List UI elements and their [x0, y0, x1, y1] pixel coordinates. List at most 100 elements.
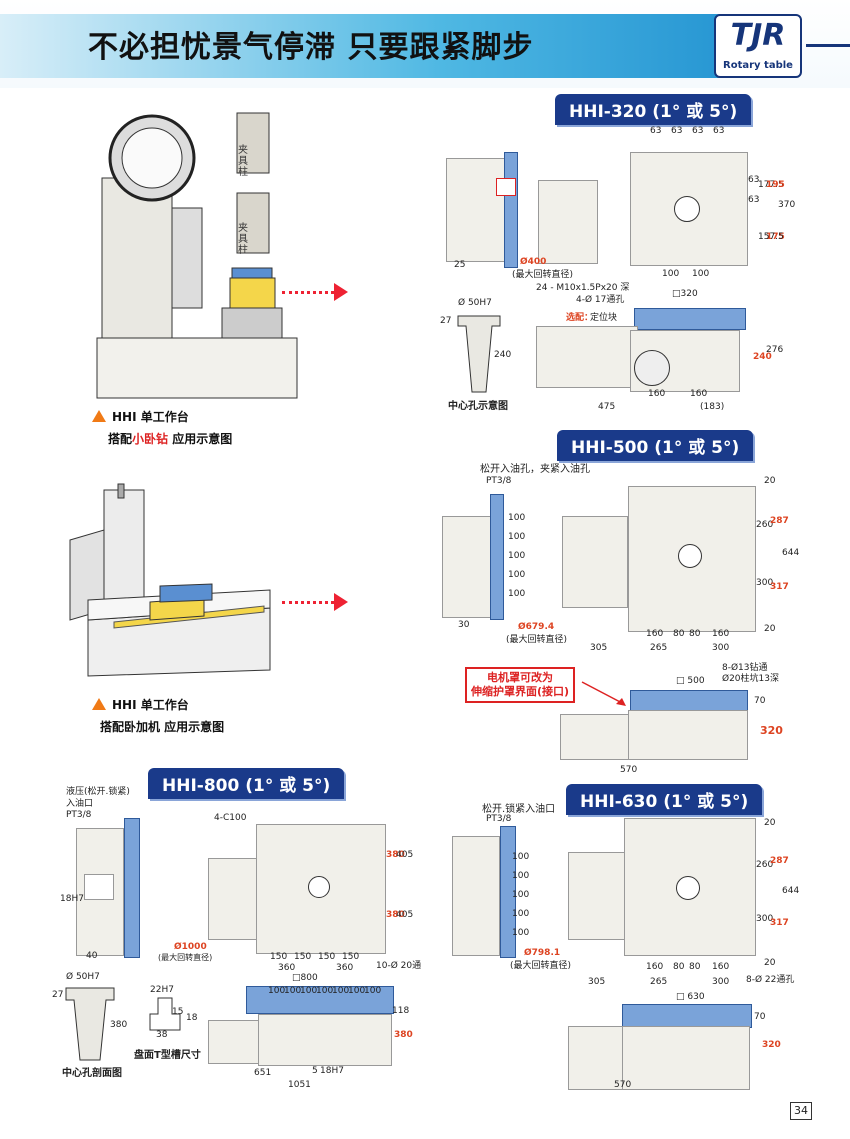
dim-800-cl-380: 380	[110, 1020, 128, 1030]
dim-800-cl-d: Ø 50H7	[66, 972, 100, 982]
dim-top-63-4: 63	[713, 126, 725, 136]
dim-630-w570: 570	[614, 1080, 632, 1090]
dim-800-cl-caption: 中心孔剖面图	[62, 1068, 122, 1079]
note-arrow-svg	[581, 681, 626, 706]
hhi-800-side-view	[70, 814, 150, 960]
dim-630-sq: □ 630	[676, 992, 705, 1002]
dim-800-dnote: (最大回转直径)	[158, 953, 213, 962]
dim-630-r644: 644	[782, 886, 800, 896]
dim-630-holes: 8-Ø 22通孔	[746, 975, 795, 985]
dim-w183: (183)	[700, 402, 725, 412]
dim-opt-locator: 定位块	[590, 313, 618, 323]
dim-500-l4: 100	[508, 570, 526, 580]
dim-500-r644: 644	[782, 548, 800, 558]
dim-500-l1: 100	[508, 513, 526, 523]
dim-800-w150c: 150	[318, 952, 336, 962]
dim-800-t38: 38	[156, 1030, 168, 1040]
dim-r-195: 195	[766, 180, 785, 190]
dim-630-w265: 265	[650, 977, 668, 987]
dim-800-d1000: Ø1000	[174, 942, 207, 952]
dim-500-w265: 265	[650, 643, 668, 653]
motor-800	[208, 858, 258, 940]
dim-800-h380: 380	[394, 1030, 413, 1040]
motor-cover-note: 电机罩可改为 伸缩护罩界面(接口)	[465, 667, 576, 703]
hhi-320-plan-view	[538, 150, 748, 268]
hhi-320-side-view	[438, 150, 526, 268]
hhi-630-plan-view	[566, 814, 762, 960]
dim-800-w150b: 150	[294, 952, 312, 962]
dim-800-oil2: 入油口	[66, 799, 94, 809]
dim-800-r405b: 405	[396, 910, 414, 920]
dim-800-r405a: 405	[396, 850, 414, 860]
side-box-800	[84, 874, 114, 900]
hhi-800-title: HHI-800 (1° 或 5°)	[148, 768, 345, 799]
dim-h276: 276	[766, 345, 784, 355]
dim-630-w305: 305	[588, 977, 606, 987]
dim-r-63a: 63	[748, 175, 760, 185]
dim-w475: 475	[598, 402, 616, 412]
hhi-800-front-view	[206, 984, 396, 1070]
dim-500-w160a: 160	[646, 629, 664, 639]
dim-630-r287: 287	[770, 856, 789, 866]
dim-630-r300: 300	[756, 914, 774, 924]
t-slot-sketch	[148, 996, 182, 1034]
bore-800	[308, 876, 330, 898]
front-body-800	[258, 1014, 392, 1066]
logo-mark: TJR	[722, 18, 794, 58]
front-table-500	[630, 690, 748, 712]
dim-630-pt: PT3/8	[486, 814, 512, 824]
dim-800-w5: 5	[312, 1066, 318, 1076]
dim-500-oil: 松开入油孔，夹紧入油孔	[480, 464, 590, 475]
hhi-630-title: HHI-630 (1° 或 5°)	[566, 784, 763, 815]
dim-500-r260: 260	[756, 520, 774, 530]
dim-cl-27: 27	[440, 316, 452, 326]
dim-630-l1: 100	[512, 852, 530, 862]
center-hole-drawing	[457, 315, 501, 393]
bore-630	[676, 876, 700, 900]
dim-500-w305: 305	[590, 643, 608, 653]
dim-500-r317: 317	[770, 582, 789, 592]
app2-arrow-line	[282, 601, 334, 604]
dim-800-cl-27: 27	[52, 990, 64, 1000]
dim-800-t100-5: 100	[332, 986, 350, 996]
front-table-630	[622, 1004, 752, 1028]
fixture-label-2: 夹具柱	[238, 223, 248, 256]
app1-label-suffix: 应用示意图	[168, 432, 233, 446]
dim-630-h70: 70	[754, 1012, 766, 1022]
dim-500-r287: 287	[770, 516, 789, 526]
dim-630-h320: 320	[762, 1040, 781, 1050]
dim-630-r260: 260	[756, 860, 774, 870]
hhi-500-side-view	[436, 488, 520, 624]
dim-800-t100-6: 100	[348, 986, 366, 996]
dim-800-w150d: 150	[342, 952, 360, 962]
hhi-500-title: HHI-500 (1° 或 5°)	[557, 430, 754, 461]
dim-800-pt: PT3/8	[66, 810, 92, 820]
dim-r-370: 370	[778, 200, 796, 210]
dim-500-w80b: 80	[689, 629, 701, 639]
horizontal-machining-illustration	[69, 483, 271, 677]
dim-500-l2: 100	[508, 532, 526, 542]
dim-500-w80a: 80	[673, 629, 685, 639]
app1-label-prefix: 搭配	[108, 432, 133, 446]
dim-630-r20b: 20	[764, 958, 776, 968]
center-hole-caption: 中心孔示意图	[448, 401, 508, 412]
side-body-500	[442, 516, 492, 618]
motor-500	[562, 516, 628, 608]
dim-630-dnote: (最大回转直径)	[510, 961, 572, 971]
dim-500-sq: □ 500	[676, 676, 705, 686]
header-rule	[806, 44, 850, 47]
dim-800-h118: 118	[392, 1006, 410, 1016]
dim-500-l3: 100	[508, 551, 526, 561]
logo-subtitle: Rotary table	[723, 60, 793, 71]
dim-top-63-2: 63	[671, 126, 683, 136]
dim-800-w360a: 360	[278, 963, 296, 973]
center-section-drawing	[65, 987, 115, 1061]
dim-tap: 24 - M10x1.5Px20 深	[536, 283, 630, 293]
dim-630-oil: 松开.锁紧入油口	[482, 804, 556, 815]
dim-630-l2: 100	[512, 871, 530, 881]
dim-800-r380a: 380	[386, 850, 405, 860]
dim-h240: 240	[753, 352, 772, 362]
dim-w160b: 160	[690, 389, 708, 399]
dim-630-r317: 317	[770, 918, 789, 928]
hhi-320-title: HHI-320 (1° 或 5°)	[555, 94, 752, 125]
